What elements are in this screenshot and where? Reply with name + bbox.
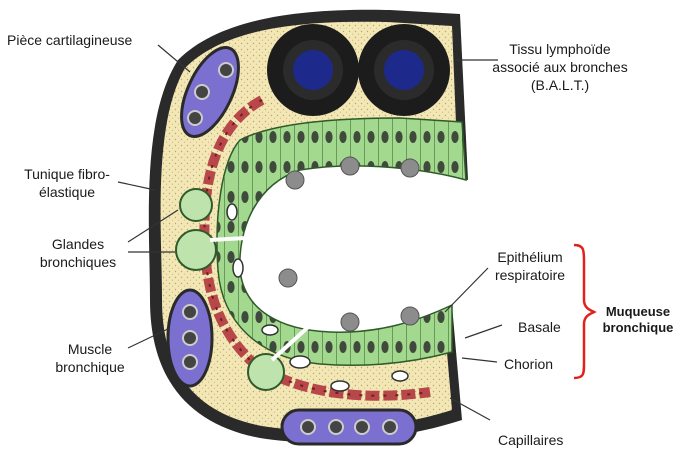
- label-chorion: Chorion: [504, 355, 553, 373]
- label-capillaires: Capillaires: [498, 431, 563, 449]
- label-piece-cartilagineuse: Pièce cartilagineuse: [7, 31, 132, 49]
- label-tissu-lymphoide: Tissu lymphoïde associé aux bronches (B.…: [480, 40, 640, 94]
- basal-cells: [279, 157, 419, 331]
- epithelium-respiratoire: [217, 118, 466, 365]
- label-glandes-bronchiques: Glandes bronchiques: [28, 235, 128, 271]
- label-epithelium-respiratoire: Epithélium respiratoire: [480, 248, 580, 284]
- label-muscle-bronchique: Muscle bronchique: [45, 340, 135, 376]
- label-basale: Basale: [518, 318, 561, 336]
- label-muqueuse-bronchique: Muqueuse bronchique: [598, 304, 678, 336]
- label-tunique-fibro-elastique: Tunique fibro- élastique: [8, 165, 126, 201]
